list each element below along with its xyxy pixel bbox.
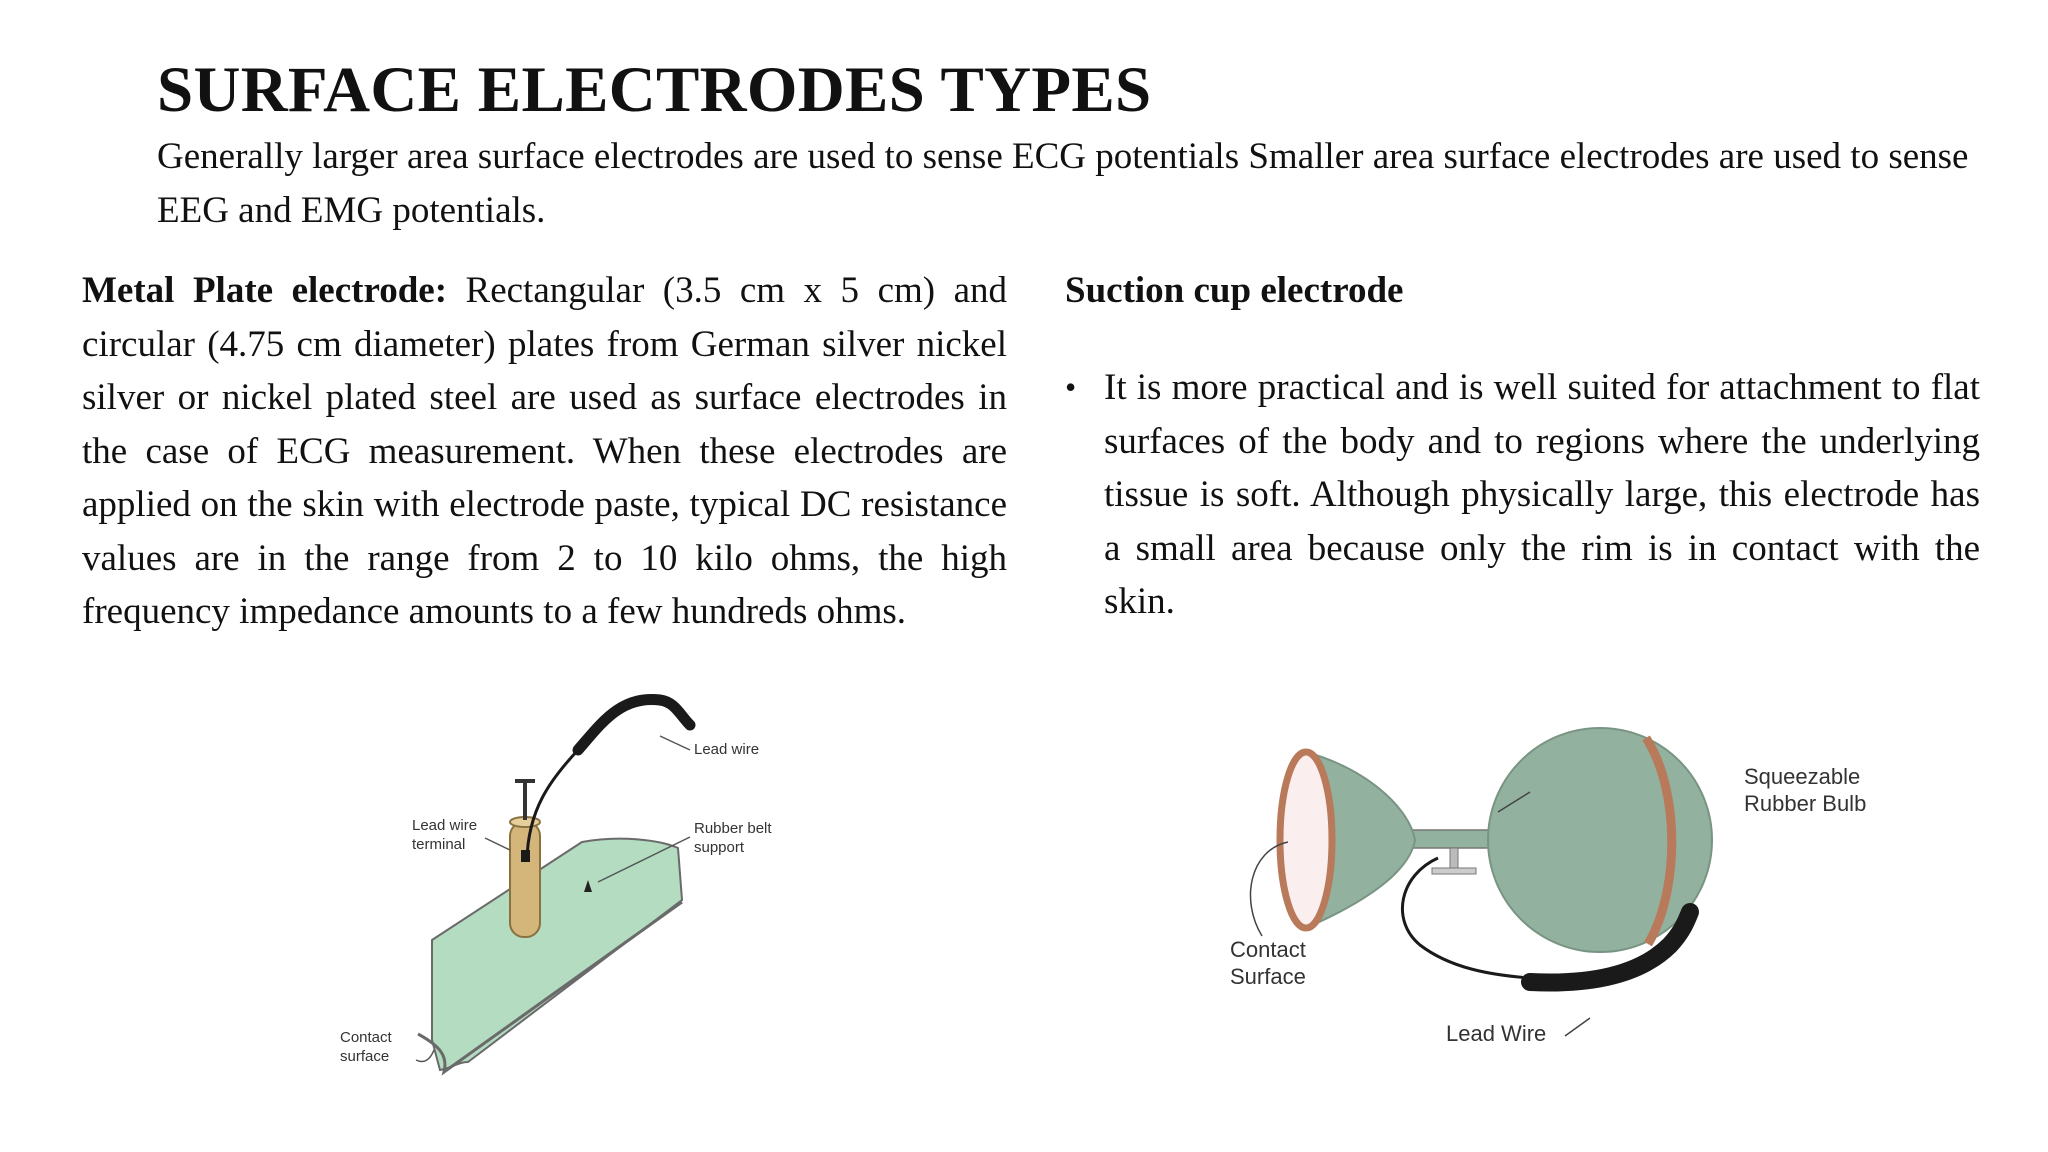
label-bulb-2: Rubber Bulb: [1744, 791, 1866, 816]
bulb-band: [1642, 735, 1677, 947]
suction-cup-electrode-figure: Squeezable Rubber Bulb Contact Surface L…: [1230, 727, 1866, 1046]
label-contact-2: surface: [340, 1048, 389, 1065]
label-contact-2: Surface: [1230, 964, 1306, 989]
suction-cup: [1305, 750, 1417, 930]
label-terminal-1: Lead wire: [412, 817, 477, 834]
suction-stem: [1409, 829, 1491, 849]
rubber-bulb: [1487, 727, 1713, 953]
label-contact-1: Contact: [340, 1029, 393, 1046]
list-item: • It is more practical and is well suite…: [1065, 361, 1980, 629]
bullet-text: It is more practical and is well suited …: [1104, 367, 1980, 622]
suction-cup-heading: Suction cup electrode: [1065, 270, 1404, 311]
contact-rim: [1276, 748, 1336, 932]
page-title: SURFACE ELECTRODES TYPES: [157, 54, 1152, 126]
metal-plate-description: Metal Plate electrode: Rectangular (3.5 …: [82, 264, 1007, 639]
lead-wire-icon: [525, 748, 580, 861]
plate-surface: [431, 837, 684, 1072]
label-terminal-2: terminal: [412, 836, 465, 853]
label-belt-2: support: [694, 839, 745, 856]
lead-wire-terminal-post: [509, 821, 541, 938]
suction-cup-bullets: • It is more practical and is well suite…: [1065, 361, 1980, 629]
label-bulb-1: Squeezable: [1744, 764, 1860, 789]
bullet-icon: •: [1065, 369, 1077, 405]
lead-wire-icon: [1400, 856, 1531, 980]
label-contact-1: Contact: [1230, 937, 1306, 962]
plate-edge: [417, 900, 683, 1076]
metal-plate-body: Rectangular (3.5 cm x 5 cm) and circular…: [82, 270, 1008, 632]
label-lead-wire: Lead wire: [694, 741, 759, 758]
label-lead-wire: Lead Wire: [1446, 1021, 1546, 1046]
metal-plate-electrode-figure: Lead wire Lead wire terminal Rubber belt…: [340, 693, 772, 1076]
metal-plate-heading: Metal Plate electrode:: [82, 270, 448, 311]
label-belt-1: Rubber belt: [694, 820, 772, 837]
page-subtitle: Generally larger area surface electrodes…: [157, 136, 1969, 231]
